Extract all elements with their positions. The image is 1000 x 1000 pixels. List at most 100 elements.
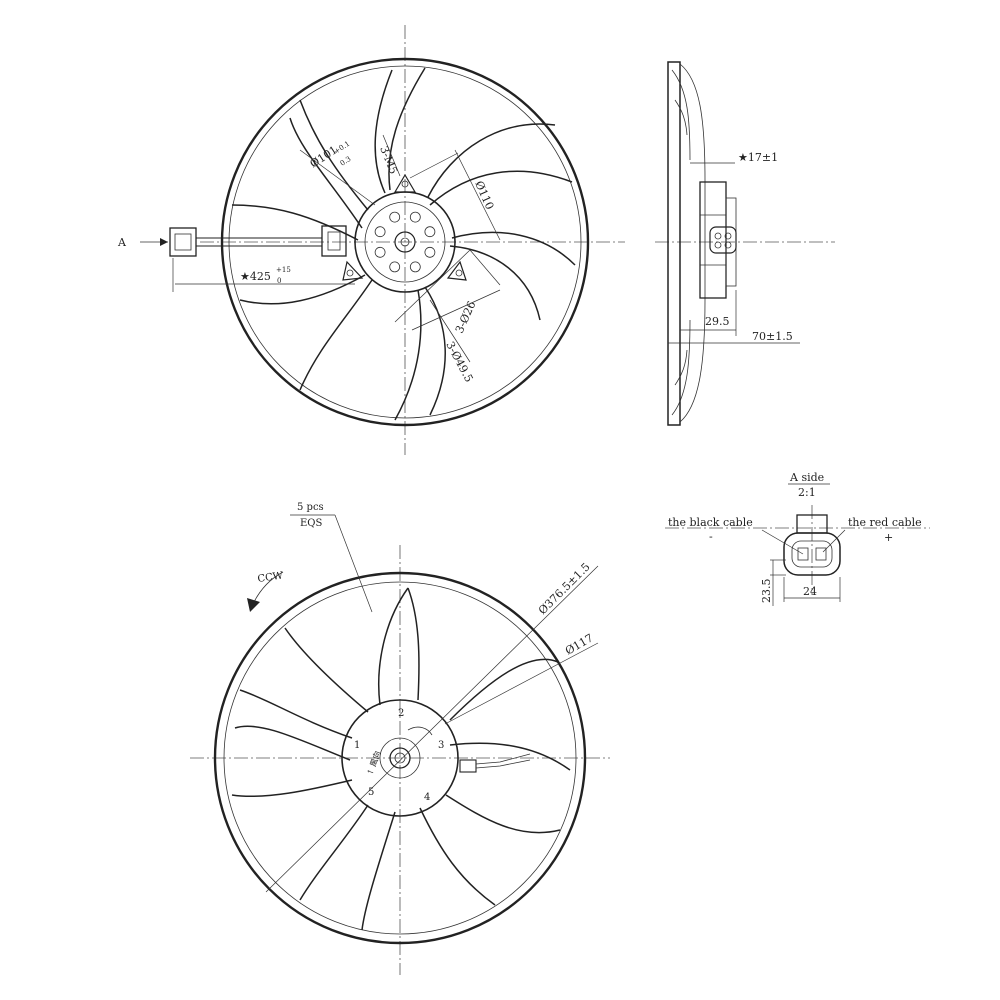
dim29-label: 29.5 [705,315,730,328]
bolt26-ext [469,249,501,286]
red-cable-label: the red cable [848,516,922,529]
cable-length-label: ★425 [240,270,271,283]
vent-hole [389,211,401,223]
connector-body [783,532,841,576]
rotor-blade [231,779,353,798]
black-cable-leader [761,529,804,555]
cable-length-dimension: ★425 +15 0 [172,258,355,292]
motor-connector-face [327,231,341,251]
front-motor-cap [364,201,446,283]
connector-detail: A side 2:1 the black cable - the red cab… [665,471,930,606]
rotor-blade [419,807,496,906]
hub-lead-wire [475,759,531,769]
side-connector [709,226,737,254]
front-vent-holes [374,211,436,273]
plug-connector-face [174,233,192,251]
rotor-blade [299,804,369,901]
vent-hole [389,261,401,273]
front-fan-blades [231,67,576,421]
front-blade [299,279,373,391]
connector-terminal-red [815,547,827,561]
hub-diameter-label: Ø117 [563,631,595,657]
rotor-blade [407,587,420,701]
front-shaft [394,231,416,253]
view-a-arrowhead [160,238,168,246]
mount-spec-label: 3-M5 [377,144,400,176]
outer-diameter-line [265,565,599,893]
black-cable-label: the black cable [668,516,753,529]
hub-rotation-arrow [407,726,433,736]
front-blade [239,274,366,305]
front-blade [289,117,363,229]
rotor-blades [231,587,571,931]
hub-number-4: 4 [424,792,430,803]
hub-number-1: 1 [354,740,360,751]
front-shroud-inner-ring [228,65,582,419]
mount-tab-left [342,260,364,281]
mount-tab-top [393,173,417,193]
connector-pin [724,232,732,240]
cable [196,237,322,247]
hub-lead-wire [475,753,531,765]
connector-terminal-black [797,547,809,561]
blade-count-label: 5 pcs [297,502,324,513]
bolt26-label: 3-Ø26 [453,299,479,335]
mount-tab-right [446,260,467,281]
dia101-tol-upper: +0.1 [333,140,352,156]
bolt26-line [394,249,471,323]
blade-edge-lower [671,319,691,416]
red-cable-leader [822,529,846,553]
shroud-rim [667,61,681,426]
rotor-blade [361,811,396,931]
hub-marking: ↑ 風向 [364,750,382,777]
front-dimensions: Ø101 +0.1 0.3 3-M5 Ø110 3-Ø26 3-Ø49.5 [299,134,501,384]
hub-inner-ring [379,737,421,779]
hub-connector [459,759,477,773]
front-shaft-center [400,237,410,247]
detail-scale: 2:1 [798,486,816,499]
rotor-hub [341,699,459,817]
view-a-label: A [117,236,127,249]
mount-hole-top [401,180,409,188]
m5-leader [382,134,401,177]
front-view: A ★425 +15 0 Ø101 +0.1 0.3 3-M5 Ø110 3-Ø… [117,25,625,455]
plug-connector [169,227,197,257]
blade-view: 1 2 3 4 5 ↑ 風向 5 pcs EQS CCW Ø376.5±1.5 … [190,502,610,975]
front-shroud-outer-ring [220,57,590,427]
red-cable-sign: + [884,531,893,544]
front-blade [449,245,541,321]
blade-outer-ring [213,571,587,945]
motor-connector [321,225,347,257]
front-blade [394,289,422,421]
vent-hole [424,226,436,238]
side-view: ★17±1 29.5 70±1.5 [655,61,835,426]
connector-pin [714,232,722,240]
blade-count-leader [334,514,373,613]
blade-edge [674,99,688,136]
vent-hole [374,246,386,258]
front-blade [388,67,426,191]
cable-length-tol-upper: +15 [276,266,291,274]
mount-hole-left [346,269,354,277]
mount-hole-right [455,269,463,277]
vent-hole [374,226,386,238]
rotor-blade [234,725,351,761]
blade-edge [674,349,688,386]
front-blade [427,123,556,198]
hub-number-3: 3 [438,740,444,751]
front-blade [374,69,393,194]
blade-inner-ring [223,581,577,935]
rotor-blade [449,742,571,771]
dim17-label: ★17±1 [738,151,778,164]
outer-diameter-label: Ø376.5±1.5 [536,560,593,617]
rotor-blade [377,587,409,706]
black-cable-sign: - [709,530,713,543]
hub-shaft-center [394,752,406,764]
shroud-profile [679,63,706,423]
connector-socket [791,540,833,568]
blade-spacing-label: EQS [300,518,322,529]
bolt49-label: 3-Ø49.5 [443,339,475,384]
hub-number-2: 2 [398,708,404,719]
width-label: 24 [803,585,817,598]
